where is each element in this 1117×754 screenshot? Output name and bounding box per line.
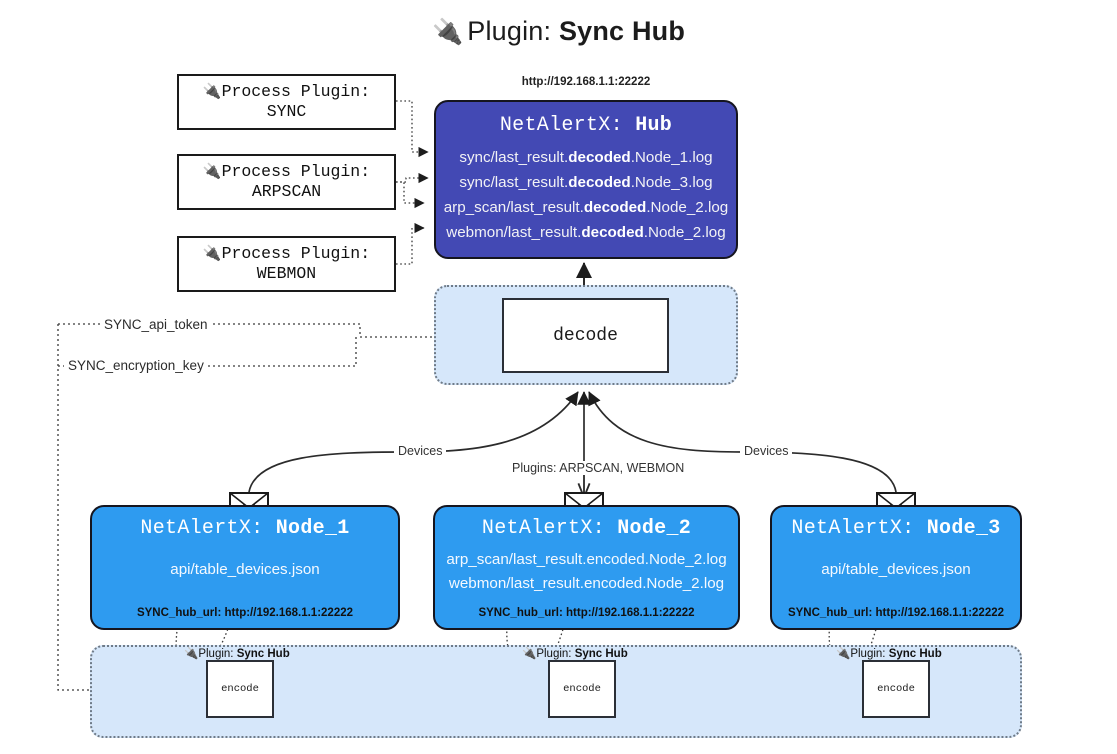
plug-icon: 🔌 [202, 81, 222, 100]
devices-label-left: Devices [394, 444, 447, 458]
sync-encryption-key-label: SYNC_encryption_key [64, 358, 208, 373]
node-node-1[interactable]: NetAlertX: Node_1 api/table_devices.json… [90, 505, 400, 630]
title-name: Sync Hub [558, 16, 686, 46]
node-hub-url: SYNC_hub_url: http://192.168.1.1:22222 [136, 607, 354, 619]
process-plugin-name: SYNC [266, 102, 307, 121]
process-plugin-label: Process Plugin: [221, 81, 371, 101]
node-log-line: api/table_devices.json [821, 561, 971, 578]
hub-log-line: sync/last_result.decoded.Node_3.log [459, 173, 713, 191]
encode-plugin-caption: 🔌Plugin: Sync Hub [522, 646, 628, 660]
hub-title-prefix: NetAlertX: [499, 114, 636, 137]
title-prefix: Plugin: [467, 16, 559, 46]
encode-box[interactable]: encode [206, 660, 274, 718]
page-title: 🔌Plugin: Sync Hub [0, 16, 1117, 47]
node-node-2[interactable]: NetAlertX: Node_2 arp_scan/last_result.e… [433, 505, 740, 630]
node-log-line: arp_scan/last_result.encoded.Node_2.log [446, 551, 727, 568]
hub-log-line: webmon/last_result.decoded.Node_2.log [446, 223, 726, 241]
hub-title: NetAlertX: Hub [436, 114, 736, 137]
encode-plugin-caption: 🔌Plugin: Sync Hub [836, 646, 942, 660]
node-node-3[interactable]: NetAlertX: Node_3 api/table_devices.json… [770, 505, 1022, 630]
nodes-to-decode-edges [248, 391, 897, 493]
encode-plugin-caption: 🔌Plugin: Sync Hub [184, 646, 290, 660]
process-plugin-label: Process Plugin: [221, 161, 371, 181]
node-hub-url: SYNC_hub_url: http://192.168.1.1:22222 [478, 607, 695, 619]
process-plugin-label: Process Plugin: [221, 243, 371, 263]
node-hub-url: SYNC_hub_url: http://192.168.1.1:22222 [787, 607, 1005, 619]
encode-box[interactable]: encode [548, 660, 616, 718]
sync-api-token-label: SYNC_api_token [100, 317, 212, 332]
plug-icon: 🔌 [431, 18, 464, 46]
hub-url-label: http://192.168.1.1:22222 [521, 76, 651, 88]
process-plugin-name: WEBMON [256, 264, 317, 283]
hub-log-line: arp_scan/last_result.decoded.Node_2.log [443, 198, 729, 216]
process-plugin-arpscan[interactable]: 🔌Process Plugin: ARPSCAN [177, 154, 396, 210]
plug-icon: 🔌 [202, 243, 222, 262]
node-log-line: api/table_devices.json [170, 561, 320, 578]
hub-log-line: sync/last_result.decoded.Node_1.log [459, 149, 713, 166]
plug-icon: 🔌 [522, 646, 537, 660]
node-title: NetAlertX: Node_3 [791, 517, 1001, 540]
process-plugin-webmon[interactable]: 🔌Process Plugin: WEBMON [177, 236, 396, 292]
plug-icon: 🔌 [184, 646, 199, 660]
devices-label-right: Devices [740, 444, 793, 458]
plug-icon: 🔌 [202, 161, 222, 180]
plugins-label-center: Plugins: ARPSCAN, WEBMON [508, 461, 689, 475]
node-log-line: webmon/last_result.encoded.Node_2.log [448, 575, 725, 593]
node-title: NetAlertX: Node_2 [481, 517, 692, 540]
node-title: NetAlertX: Node_1 [140, 517, 350, 540]
plugin-to-hub-connectors [396, 100, 429, 265]
process-plugin-name: ARPSCAN [251, 182, 322, 201]
hub-title-name: Hub [635, 114, 673, 137]
process-plugin-sync[interactable]: 🔌Process Plugin: SYNC [177, 74, 396, 130]
encode-box[interactable]: encode [862, 660, 930, 718]
hub-node[interactable]: NetAlertX: Hub sync/last_result.decoded.… [434, 100, 738, 259]
plug-icon: 🔌 [836, 646, 851, 660]
decode-box[interactable]: decode [502, 298, 669, 373]
